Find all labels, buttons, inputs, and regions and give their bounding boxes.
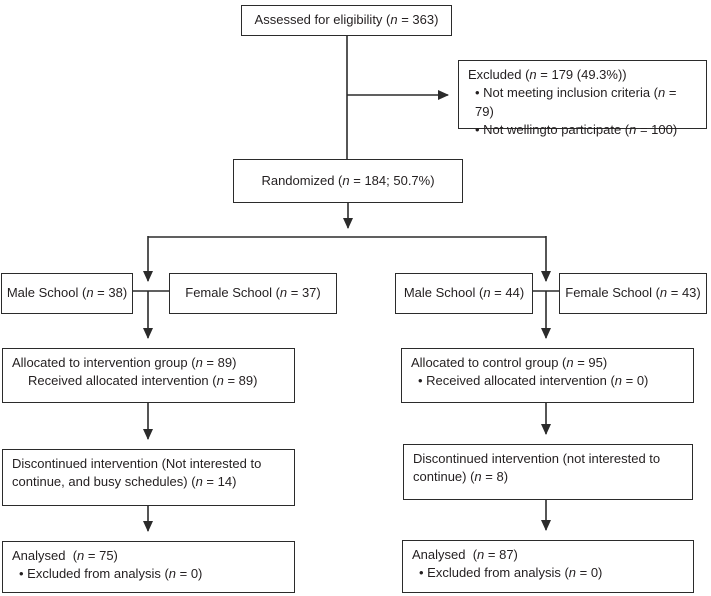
analysed-intervention-line2: • Excluded from analysis (n = 0) [19, 566, 203, 582]
randomized-box: Randomized (n = 184; 50.7%) [233, 159, 463, 203]
allocated-intervention-line1: Allocated to intervention group (n = 89) [12, 355, 237, 370]
analysed-control-line2: • Excluded from analysis (n = 0) [419, 565, 603, 581]
control-male-school-label: Male School (n = 44) [403, 285, 525, 301]
exclusion-reason-item: • Not meeting inclusion criteria (n = 79… [475, 85, 681, 119]
discontinued-intervention-text: Discontinued intervention (Not intereste… [12, 456, 265, 490]
excluded-box: Excluded (n = 179 (49.3%)) • Not meeting… [458, 60, 707, 137]
allocated-control-box: Allocated to control group (n = 95) • Re… [401, 348, 694, 403]
intervention-female-school-label: Female School (n = 37) [185, 285, 321, 301]
randomized-label: Randomized (n = 184; 50.7%) [261, 172, 435, 188]
intervention-male-school-box: Male School (n = 38) [1, 273, 133, 314]
discontinued-control-box: Discontinued intervention (not intereste… [403, 444, 693, 500]
allocated-intervention-box: Allocated to intervention group (n = 89)… [2, 348, 295, 403]
allocated-control-line1: Allocated to control group (n = 95) [411, 355, 608, 370]
control-male-school-box: Male School (n = 44) [395, 273, 533, 314]
assessed-eligibility-box: Assessed for eligibility (n = 363) [241, 5, 452, 36]
analysed-intervention-line1: Analysed (n = 75) [12, 548, 118, 563]
analysed-control-box: Analysed (n = 87) • Excluded from analys… [402, 540, 694, 593]
control-female-school-label: Female School (n = 43) [565, 285, 701, 301]
intervention-male-school-label: Male School (n = 38) [6, 285, 128, 301]
analysed-intervention-box: Analysed (n = 75) • Excluded from analys… [2, 541, 295, 593]
discontinued-control-text: Discontinued intervention (not intereste… [413, 451, 664, 485]
intervention-female-school-box: Female School (n = 37) [169, 273, 337, 314]
assessed-eligibility-label: Assessed for eligibility (n = 363) [254, 12, 439, 28]
discontinued-intervention-box: Discontinued intervention (Not intereste… [2, 449, 295, 506]
allocated-intervention-line2: Received allocated intervention (n = 89) [28, 373, 258, 389]
allocated-control-line2: • Received allocated intervention (n = 0… [418, 373, 649, 389]
excluded-title: Excluded (n = 179 (49.3%)) [468, 67, 627, 82]
exclusion-reason-item: • Not wellingto participate (n = 100) [475, 122, 678, 138]
analysed-control-line1: Analysed (n = 87) [412, 547, 518, 562]
control-female-school-box: Female School (n = 43) [559, 273, 707, 314]
